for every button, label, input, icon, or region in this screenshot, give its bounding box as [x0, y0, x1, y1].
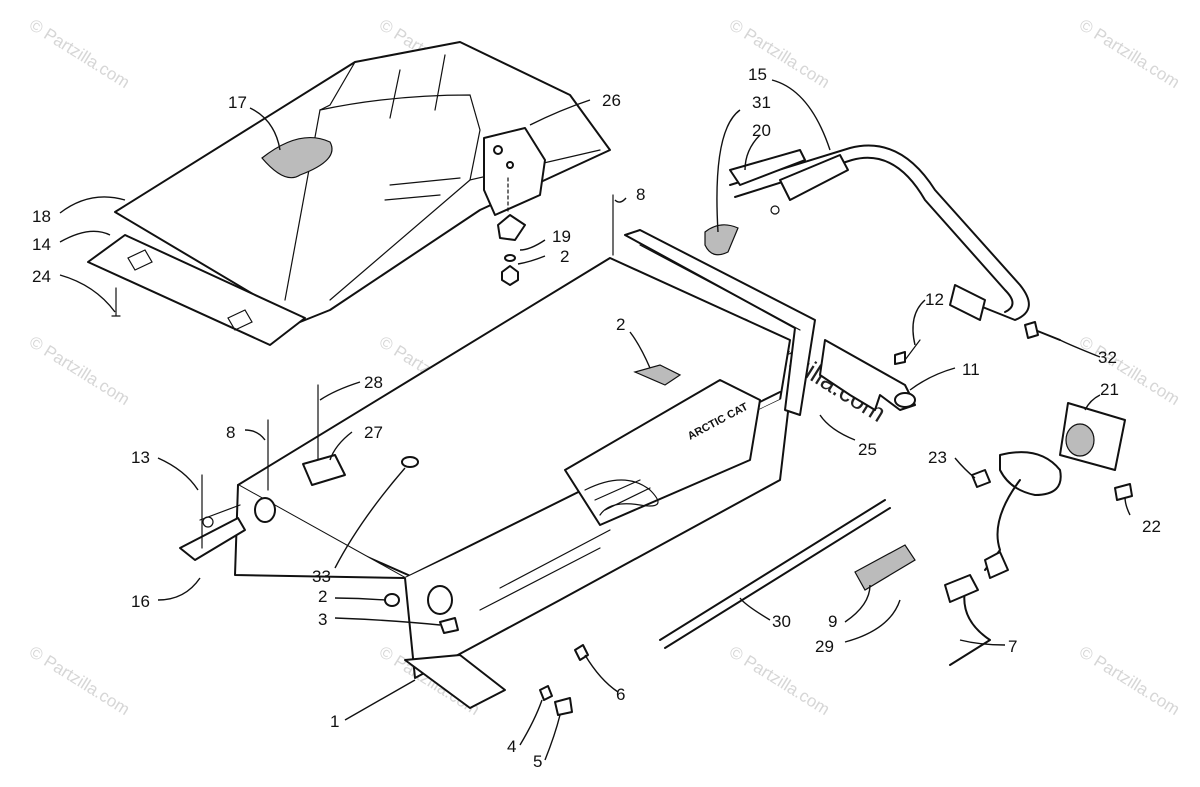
seat-base [87, 234, 306, 346]
callout-27: 27 [364, 423, 383, 442]
bracket [819, 339, 916, 411]
watermark: © Partzilla.com [1076, 15, 1183, 92]
callout-25: 25 [858, 440, 877, 459]
callout-2: 2 [560, 247, 569, 266]
callouts: 17 18 14 24 26 19 2 8 15 31 20 12 32 11 … [32, 65, 1161, 771]
callout-26: 26 [602, 91, 621, 110]
callout-18: 18 [32, 207, 51, 226]
callout-13: 13 [131, 448, 150, 467]
fasteners [201, 194, 1061, 716]
callout-19: 19 [552, 227, 571, 246]
watermark: © Partzilla.com [1076, 332, 1183, 409]
callout-2: 2 [318, 587, 327, 606]
watermark: © Partzilla.com [26, 642, 133, 719]
handle [704, 144, 1030, 321]
seat-cover [114, 41, 611, 323]
callout-24: 24 [32, 267, 51, 286]
callout-3: 3 [318, 610, 327, 629]
callout-1: 1 [330, 712, 339, 731]
callout-20: 20 [752, 121, 771, 140]
rod [659, 499, 891, 649]
handle-grip [729, 149, 806, 186]
seat-hardware [111, 177, 526, 317]
rack-decal [564, 379, 761, 526]
callout-8: 8 [226, 423, 235, 442]
callout-28: 28 [364, 373, 383, 392]
taillight [854, 402, 1133, 666]
callout-5: 5 [533, 752, 542, 771]
callout-2: 2 [616, 315, 625, 334]
mount-rail [624, 229, 816, 416]
watermark: © Partzilla.com [726, 15, 833, 92]
callout-23: 23 [928, 448, 947, 467]
callout-22: 22 [1142, 517, 1161, 536]
callout-33: 33 [312, 567, 331, 586]
rack-clip [633, 364, 682, 386]
callout-9: 9 [828, 612, 837, 631]
handle-cap [704, 224, 739, 256]
callout-32: 32 [1098, 348, 1117, 367]
callout-14: 14 [32, 235, 51, 254]
callout-11: 11 [962, 360, 980, 379]
watermark: © Partzilla.com [1076, 642, 1183, 719]
callout-30: 30 [772, 612, 791, 631]
reflector [854, 544, 916, 591]
rack-body: ARCTIC CAT [179, 257, 791, 709]
watermark: © Partzilla.com [26, 15, 133, 92]
callout-21: 21 [1100, 380, 1119, 399]
callout-8: 8 [636, 185, 645, 204]
leader-lines [59, 79, 1131, 761]
callout-16: 16 [131, 592, 150, 611]
callout-31: 31 [752, 93, 771, 112]
watermark: © Partzilla.com [26, 332, 133, 409]
callout-17: 17 [228, 93, 247, 112]
callout-7: 7 [1008, 637, 1017, 656]
callout-15: 15 [748, 65, 767, 84]
callout-4: 4 [507, 737, 516, 756]
callout-6: 6 [616, 685, 625, 704]
callout-29: 29 [815, 637, 834, 656]
callout-12: 12 [925, 290, 944, 309]
